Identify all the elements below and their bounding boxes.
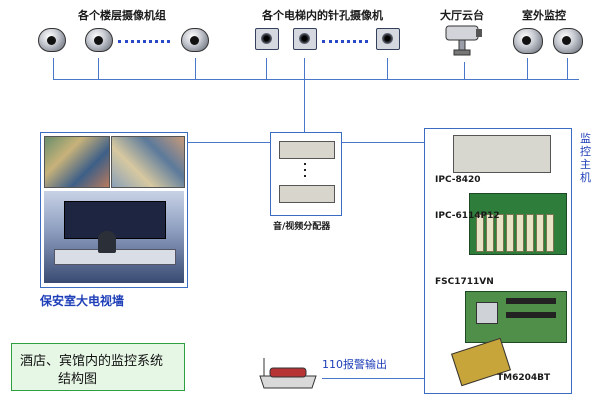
drop-line: [567, 58, 568, 79]
distributor-panel: [270, 132, 342, 216]
ipc8420-label: IPC-8420: [435, 175, 481, 185]
alarm-output-label: 110报警输出: [322, 358, 387, 371]
control-room-photo: [44, 191, 184, 283]
video-wall-image-right: [111, 136, 185, 188]
monitor-bank: [64, 201, 166, 239]
outdoor-dome-camera-2: [553, 28, 583, 54]
ellipsis-dot: [304, 175, 306, 177]
host-label-char: 主: [580, 158, 591, 171]
security-room-label: 保安室大电视墙: [40, 294, 125, 308]
distributor-to-wall-line: [186, 142, 270, 143]
elevator-pinhole-camera-3: [376, 28, 400, 50]
elevator-camera-ellipsis: [322, 40, 368, 43]
elevator-pinhole-camera-2: [293, 28, 317, 50]
floor-cameras-label: 各个楼层摄像机组: [78, 9, 166, 22]
drop-line: [527, 58, 528, 79]
caption-line-1: 酒店、宾馆内的监控系统: [20, 354, 164, 369]
lobby-ptz-camera: [445, 25, 482, 56]
pci-slot: [496, 214, 504, 252]
ipc6114-label: IPC-6114P12: [435, 211, 500, 221]
elevator-pinhole-camera-1: [255, 28, 279, 50]
drop-line: [464, 62, 465, 79]
memory-slot: [506, 312, 556, 318]
ellipsis-dot: [304, 163, 306, 165]
memory-slot: [506, 298, 556, 304]
host-label-char: 监: [580, 132, 591, 145]
caption-line-2: 结构图: [58, 372, 98, 387]
distributor-unit-1: [279, 141, 335, 159]
video-wall-image-left: [44, 136, 110, 188]
floor-dome-camera-1: [38, 28, 66, 52]
ipc6114-backplane: [469, 193, 567, 255]
elevator-cameras-label: 各个电梯内的针孔摄像机: [262, 9, 383, 22]
host-panel: IPC-8420 IPC-6114P12 FSC1711VN TM6204BT: [424, 128, 572, 394]
host-label-char: 控: [580, 145, 591, 158]
trunk-line: [304, 79, 305, 132]
distributor-unit-2: [279, 185, 335, 203]
floor-dome-camera-3: [181, 28, 209, 52]
drop-line: [304, 58, 305, 79]
ellipsis-dot: [304, 169, 306, 171]
lobby-ptz-label: 大厅云台: [440, 9, 484, 22]
drop-line: [98, 58, 99, 79]
outdoor-label: 室外监控: [522, 9, 566, 22]
fsc1711-label: FSC1711VN: [435, 277, 494, 287]
alarm-beacon-icon: [259, 358, 317, 389]
drop-line: [387, 58, 388, 79]
pci-slot: [546, 214, 554, 252]
outdoor-dome-camera-1: [513, 28, 543, 54]
top-bus-line: [53, 79, 579, 80]
distributor-label: 音/视频分配器: [273, 222, 331, 232]
pci-slot: [536, 214, 544, 252]
floor-camera-ellipsis: [118, 40, 170, 43]
cpu-socket: [476, 302, 498, 324]
fsc1711-board: [465, 291, 567, 343]
alarm-line: [322, 378, 424, 379]
host-label-char: 机: [580, 171, 591, 184]
pci-slot: [506, 214, 514, 252]
drop-line: [266, 58, 267, 79]
ipc8420-chassis: [453, 135, 551, 173]
video-wall-panel: [40, 132, 188, 288]
pci-slot: [526, 214, 534, 252]
distributor-to-host-line: [340, 142, 424, 143]
pci-slot: [486, 214, 494, 252]
pci-slot: [516, 214, 524, 252]
host-vertical-label: 监 控 主 机: [580, 132, 592, 184]
tm6204-label: TM6204BT: [497, 373, 551, 383]
operator-figure: [98, 231, 116, 253]
diagram-caption-box: 酒店、宾馆内的监控系统 结构图: [11, 343, 185, 391]
floor-dome-camera-2: [85, 28, 113, 52]
pci-slot: [476, 214, 484, 252]
drop-line: [53, 58, 54, 79]
drop-line: [195, 58, 196, 79]
